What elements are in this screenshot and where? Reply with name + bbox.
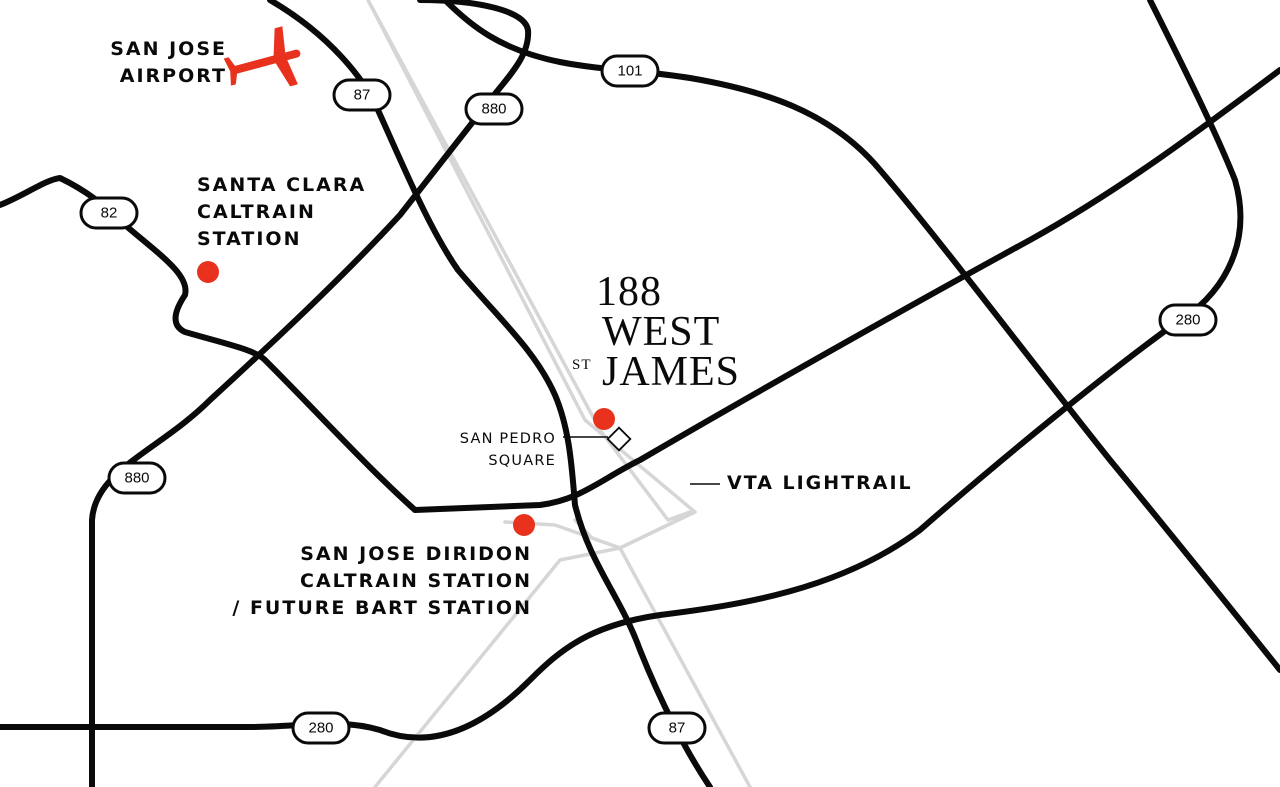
airport-label: SAN JOSE AIRPORT bbox=[110, 36, 227, 90]
svg-text:880: 880 bbox=[481, 101, 506, 118]
santa-clara-label-line: CALTRAIN bbox=[197, 201, 316, 223]
airport-label-line: AIRPORT bbox=[119, 65, 227, 87]
shield-hwy-87-south: 87 bbox=[647, 711, 707, 745]
svg-text:87: 87 bbox=[669, 720, 686, 737]
diridon-label: SAN JOSE DIRIDON CALTRAIN STATION / FUTU… bbox=[232, 541, 532, 622]
svg-text:880: 880 bbox=[124, 470, 149, 487]
svg-text:101: 101 bbox=[617, 63, 642, 80]
santa-clara-station-dot[interactable] bbox=[197, 261, 219, 283]
santa-clara-label: SANTA CLARA CALTRAIN STATION bbox=[197, 172, 366, 253]
san-pedro-label: SAN PEDRO SQUARE bbox=[460, 428, 556, 472]
rail-southwest bbox=[373, 546, 622, 787]
188-west-st-james-dot[interactable] bbox=[593, 408, 615, 430]
shield-hwy-280-south: 280 bbox=[291, 711, 351, 745]
airplane-icon bbox=[223, 26, 301, 87]
diridon-station-dot[interactable] bbox=[513, 514, 535, 536]
santa-clara-label-line: STATION bbox=[197, 228, 302, 250]
shield-hwy-280-east: 280 bbox=[1158, 303, 1218, 337]
vta-lightrail-label: VTA LIGHTRAIL bbox=[727, 472, 913, 494]
svg-text:87: 87 bbox=[354, 87, 371, 104]
svg-text:82: 82 bbox=[101, 205, 118, 222]
logo-st: ST bbox=[572, 357, 592, 373]
shield-hwy-880-west: 880 bbox=[107, 461, 167, 495]
logo-line-james: JAMES bbox=[602, 349, 741, 395]
santa-clara-label-line: SANTA CLARA bbox=[197, 174, 367, 196]
shield-hwy-101: 101 bbox=[600, 54, 660, 88]
light-rail-lines bbox=[366, 0, 752, 787]
diridon-label-line: CALTRAIN STATION bbox=[300, 570, 532, 592]
vta-lightrail-north bbox=[366, 0, 692, 522]
diamond-marker-icon[interactable] bbox=[606, 426, 632, 452]
building-logo: 188 WEST ST JAMES bbox=[570, 268, 740, 398]
san-pedro-label-line: SAN PEDRO bbox=[459, 431, 556, 447]
svg-text:280: 280 bbox=[308, 720, 333, 737]
svg-text:280: 280 bbox=[1175, 312, 1200, 329]
vta-lightrail-south bbox=[618, 546, 752, 787]
san-pedro-label-line: SQUARE bbox=[488, 453, 556, 469]
hwy-880 bbox=[89, 0, 532, 787]
shield-hwy-87-north: 87 bbox=[332, 78, 392, 112]
hwy-280 bbox=[0, 0, 1244, 741]
hwy-101 bbox=[442, 0, 1280, 673]
logo-line-188: 188 bbox=[596, 269, 662, 315]
diridon-label-line: / FUTURE BART STATION bbox=[232, 597, 532, 619]
airport-label-line: SAN JOSE bbox=[110, 38, 227, 60]
shield-hwy-82: 82 bbox=[79, 196, 139, 230]
logo-line-west: WEST bbox=[602, 309, 721, 355]
shield-hwy-880-north: 880 bbox=[464, 92, 524, 126]
diridon-label-line: SAN JOSE DIRIDON bbox=[300, 543, 532, 565]
